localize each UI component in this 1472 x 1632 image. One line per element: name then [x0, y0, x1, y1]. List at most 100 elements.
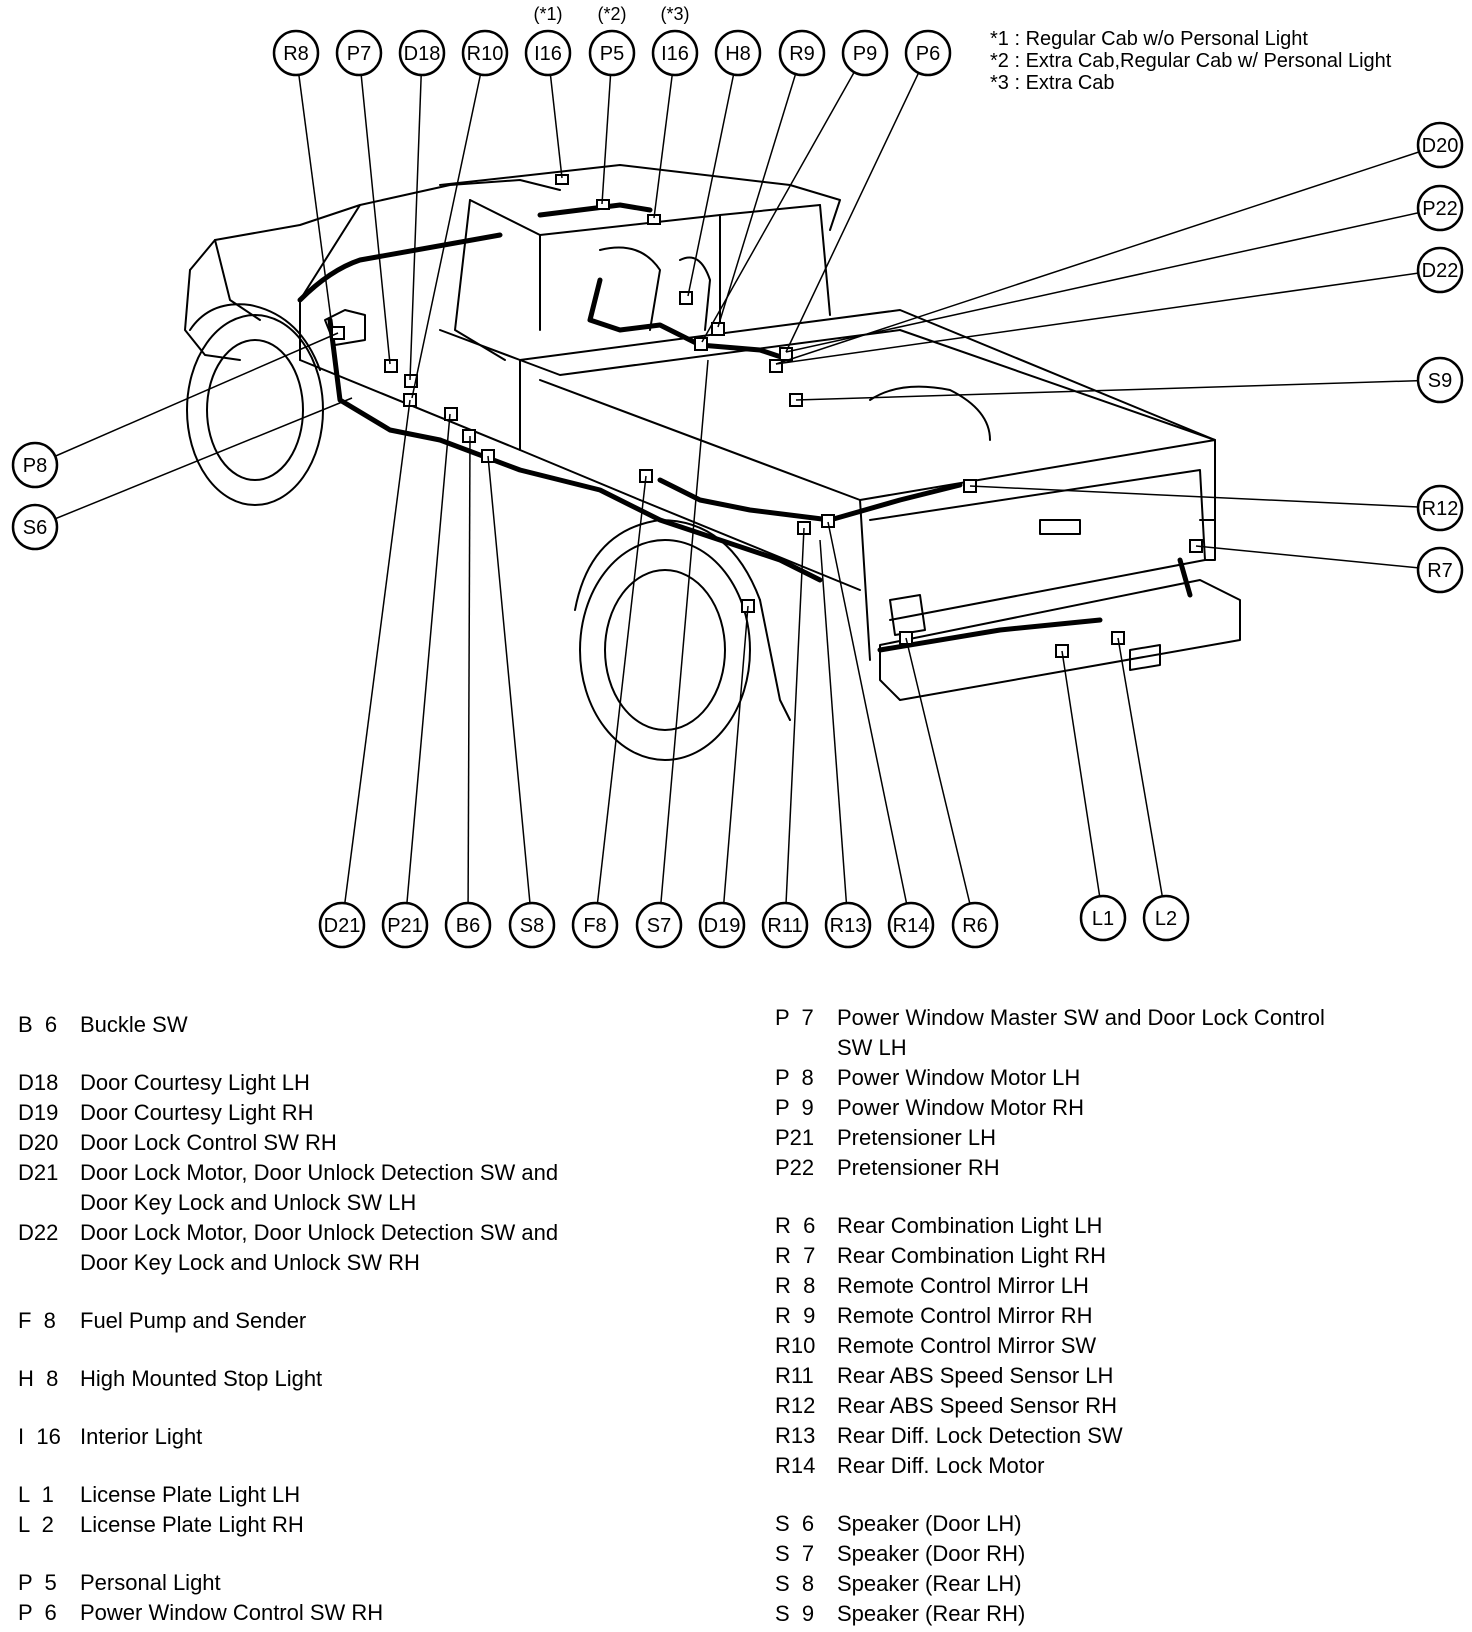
- legend-code: R 8: [775, 1273, 816, 1298]
- legend-description: Door Courtesy Light RH: [80, 1100, 314, 1125]
- legend-entry: D19 Door Courtesy Light RH: [18, 1098, 658, 1128]
- top-leader-r9: [717, 52, 803, 328]
- legend-code: R 6: [775, 1213, 816, 1238]
- callout-label: L1: [1092, 908, 1114, 930]
- legend-code: P 8: [775, 1065, 814, 1090]
- callout-label: L2: [1155, 908, 1177, 930]
- bottom-leader-r6: [905, 637, 976, 926]
- top-callout-r8: R8: [272, 29, 320, 77]
- right-callout-p22: P22: [1416, 184, 1464, 232]
- legend-gap: [18, 1452, 658, 1480]
- legend-code: S 9: [775, 1601, 815, 1626]
- top-leader-r10: [411, 52, 486, 399]
- callout-label: I16: [661, 43, 689, 65]
- legend-code: R12: [775, 1393, 816, 1418]
- variant-mark: (*3): [660, 4, 689, 24]
- legend-code: L 1: [18, 1482, 54, 1507]
- legend-description: License Plate Light LH: [80, 1482, 301, 1507]
- callout-label: P22: [1422, 198, 1458, 220]
- variant-notes: (*1)(*2)(*3)*1 : Regular Cab w/o Persona…: [533, 4, 1391, 94]
- right-callout-r12: R12: [1416, 484, 1464, 532]
- bottom-leader-r11: [784, 527, 805, 926]
- left-callout-s6: S6: [11, 503, 59, 551]
- legend-code: D20: [18, 1130, 59, 1155]
- legend-entry: P22 Pretensioner RH: [775, 1153, 1445, 1183]
- truck-illustration: [184, 164, 1241, 761]
- legend-code: S 8: [775, 1571, 815, 1596]
- top-callout-i16: I16: [524, 29, 572, 77]
- top-callout-i16: I16: [651, 29, 699, 77]
- variant-note: *3 : Extra Cab: [990, 72, 1115, 94]
- legend-gap: [775, 1481, 1445, 1509]
- legend-code: D19: [18, 1100, 59, 1125]
- variant-note: *1 : Regular Cab w/o Personal Light: [990, 28, 1308, 50]
- legend-code: H 8: [18, 1366, 59, 1391]
- legend-description: Interior Light: [80, 1424, 203, 1449]
- callout-label: P7: [347, 43, 371, 65]
- legend-description: Remote Control Mirror SW: [837, 1333, 1097, 1358]
- callout-label: R7: [1427, 560, 1453, 582]
- legend-entry: L 1 License Plate Light LH: [18, 1480, 658, 1510]
- legend-code: P 5: [18, 1570, 57, 1595]
- legend-code: R11: [775, 1363, 814, 1388]
- legend-code: P22: [775, 1155, 815, 1180]
- top-callout-p7: P7: [335, 29, 383, 77]
- bottom-callout-s8: S8: [508, 901, 556, 949]
- right-leader-d22: [775, 269, 1441, 365]
- legend-code: S 6: [775, 1511, 815, 1536]
- legend-description: Door Lock Motor, Door Unlock Detection S…: [80, 1160, 559, 1215]
- legend-code: R 9: [775, 1303, 816, 1328]
- top-callout-p9: P9: [841, 29, 889, 77]
- left-callout-p8: P8: [11, 441, 59, 489]
- legend-description: Personal Light: [80, 1570, 221, 1595]
- callout-label: R13: [830, 915, 867, 937]
- top-callout-h8: H8: [714, 29, 762, 77]
- legend-description: Speaker (Rear RH): [837, 1601, 1026, 1626]
- leader-lines: [34, 52, 1441, 926]
- bottom-callout-d21: D21: [318, 901, 366, 949]
- top-callout-p6: P6: [904, 29, 952, 77]
- bottom-callout-p21: P21: [381, 901, 429, 949]
- legend-description: Fuel Pump and Sender: [80, 1308, 307, 1333]
- bottom-leader-s7: [658, 359, 709, 926]
- bottom-leader-f8: [594, 475, 647, 926]
- top-leader-p9: [701, 52, 866, 343]
- legend-description: Pretensioner RH: [837, 1155, 1000, 1180]
- right-leader-d20: [775, 144, 1441, 365]
- legend-entry: S 8 Speaker (Rear LH): [775, 1569, 1445, 1599]
- callout-label: I16: [534, 43, 562, 65]
- top-callout-p5: P5: [588, 29, 636, 77]
- top-leader-p5: [601, 52, 613, 205]
- bottom-callout-f8: F8: [571, 901, 619, 949]
- legend-code: R13: [775, 1423, 816, 1448]
- legend-entry: P 5 Personal Light: [18, 1568, 658, 1598]
- right-leader-s9: [795, 379, 1441, 401]
- callout-label: D19: [704, 915, 741, 937]
- bottom-leader-r13: [819, 539, 849, 926]
- callout-label: S8: [520, 915, 544, 937]
- bottom-leader-l1: [1061, 650, 1104, 919]
- legend-gap: [18, 1278, 658, 1306]
- wire-harness: [297, 202, 1193, 653]
- bottom-leader-d19: [721, 605, 749, 926]
- legend-description: Speaker (Rear LH): [837, 1571, 1022, 1596]
- top-leader-p6: [785, 52, 929, 353]
- callout-label: R6: [962, 915, 988, 937]
- callout-label: S6: [23, 517, 47, 539]
- callout-label: D20: [1422, 135, 1459, 157]
- legend-entry: S 9 Speaker (Rear RH): [775, 1599, 1445, 1629]
- legend-entry: R13 Rear Diff. Lock Detection SW: [775, 1421, 1445, 1451]
- legend-description: Buckle SW: [80, 1012, 188, 1037]
- bottom-leader-l2: [1117, 637, 1167, 919]
- callout-label: H8: [725, 43, 751, 65]
- legend-description: Rear Diff. Lock Detection SW: [837, 1423, 1123, 1448]
